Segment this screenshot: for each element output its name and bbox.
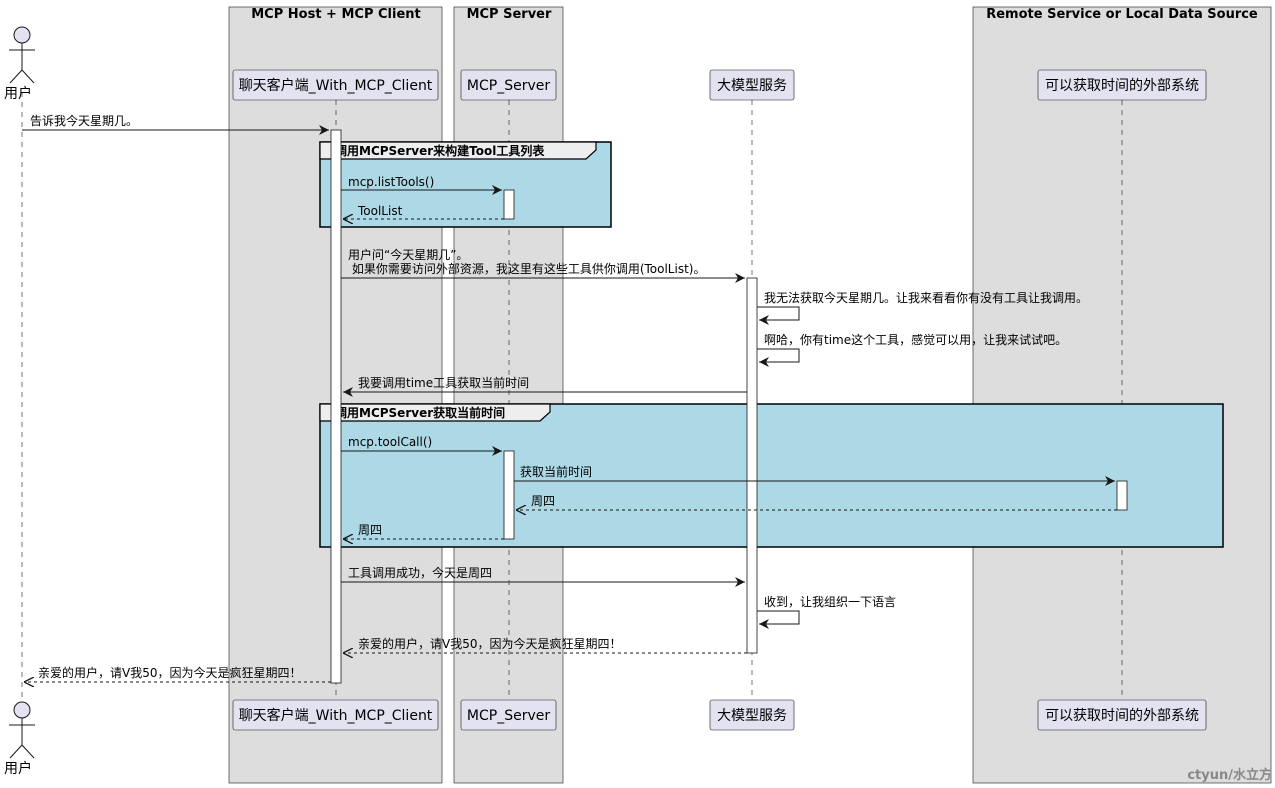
msg-arrow-self-2: [757, 348, 800, 367]
participant-label: 大模型服务: [717, 708, 787, 724]
msg-label: ToolList: [357, 204, 403, 218]
group-label: 调用MCPServer来构建Tool工具列表: [335, 143, 545, 158]
participant-label: 可以获取时间的外部系统: [1045, 78, 1199, 94]
msg-label: 告诉我今天星期几。: [30, 113, 138, 128]
participant-client-bottom: 聊天客户端_With_MCP_Client: [232, 699, 439, 731]
activation-llm: [746, 277, 758, 654]
activation-client: [330, 129, 342, 684]
msg-label: 亲爱的用户，请V我50，因为今天是疯狂星期四！: [38, 665, 301, 680]
participant-server-bottom: MCP_Server: [460, 699, 557, 731]
participant-label: 聊天客户端_With_MCP_Client: [239, 77, 433, 94]
msg-label: 亲爱的用户，请V我50，因为今天是疯狂星期四！: [358, 636, 621, 651]
participant-label: 大模型服务: [717, 78, 787, 94]
participant-label: 聊天客户端_With_MCP_Client: [239, 707, 433, 724]
msg-arrow-self-3: [757, 610, 800, 629]
actor-user-top: 用户: [4, 26, 35, 102]
participant-ext-top: 可以获取时间的外部系统: [1037, 69, 1207, 101]
activations: [330, 129, 1128, 684]
participant-label: MCP_Server: [467, 78, 550, 94]
box-title: MCP Server: [467, 7, 552, 22]
msg-label: 如果你需要访问外部资源，我这里有这些工具供你调用(ToolList)。: [348, 261, 705, 276]
participants-top: 用户 聊天客户端_With_MCP_Client MCP_Server 大模型服…: [4, 26, 1207, 102]
group-label: 调用MCPServer获取当前时间: [335, 405, 505, 420]
box-mcp-server: MCP Server: [453, 6, 564, 784]
msg-label: 周四: [358, 523, 382, 537]
activation-server-2: [503, 450, 515, 540]
msg-arrow-self-1: [757, 306, 800, 325]
activation-server-1: [503, 189, 515, 220]
msg-label: 收到，让我组织一下语言: [764, 595, 896, 609]
msg-label: mcp.listTools(): [348, 175, 434, 189]
participant-label: MCP_Server: [467, 708, 550, 724]
box-title: Remote Service or Local Data Source: [986, 7, 1258, 22]
msg-label: 我无法获取今天星期几。让我来看看你有没有工具让我调用。: [764, 290, 1088, 305]
msg-label: 获取当前时间: [520, 464, 592, 479]
msg-label: mcp.toolCall(): [348, 435, 432, 449]
msg-label: 周四: [531, 494, 555, 508]
participant-ext-bottom: 可以获取时间的外部系统: [1037, 699, 1207, 731]
group-get-time: 调用MCPServer获取当前时间: [319, 403, 1224, 548]
participant-llm-bottom: 大模型服务: [709, 699, 795, 731]
message-arrows: [22, 125, 1117, 682]
msg-label: 啊哈，你有time这个工具，感觉可以用，让我来试试吧。: [764, 332, 1067, 347]
msg-label: 我要调用time工具获取当前时间: [358, 375, 529, 390]
participants-bottom: 用户 聊天客户端_With_MCP_Client MCP_Server 大模型服…: [4, 699, 1207, 777]
group-list-tools: 调用MCPServer来构建Tool工具列表: [319, 141, 612, 228]
actor-label: 用户: [4, 85, 32, 102]
actor-label: 用户: [4, 760, 32, 777]
actor-user-bottom: 用户: [4, 701, 35, 777]
box-title: MCP Host + MCP Client: [251, 7, 421, 22]
watermark: ctyun/水立方: [1187, 767, 1272, 783]
participant-server-top: MCP_Server: [460, 69, 557, 101]
activation-ext: [1116, 480, 1128, 511]
msg-label: 用户问“今天星期几”。: [348, 247, 468, 262]
participant-client-top: 聊天客户端_With_MCP_Client: [232, 69, 439, 101]
message-labels: 告诉我今天星期几。 mcp.listTools() ToolList 用户问“今…: [30, 113, 1088, 680]
participant-llm-top: 大模型服务: [709, 69, 795, 101]
msg-label: 工具调用成功，今天是周四: [348, 565, 492, 580]
participant-label: 可以获取时间的外部系统: [1045, 708, 1199, 724]
